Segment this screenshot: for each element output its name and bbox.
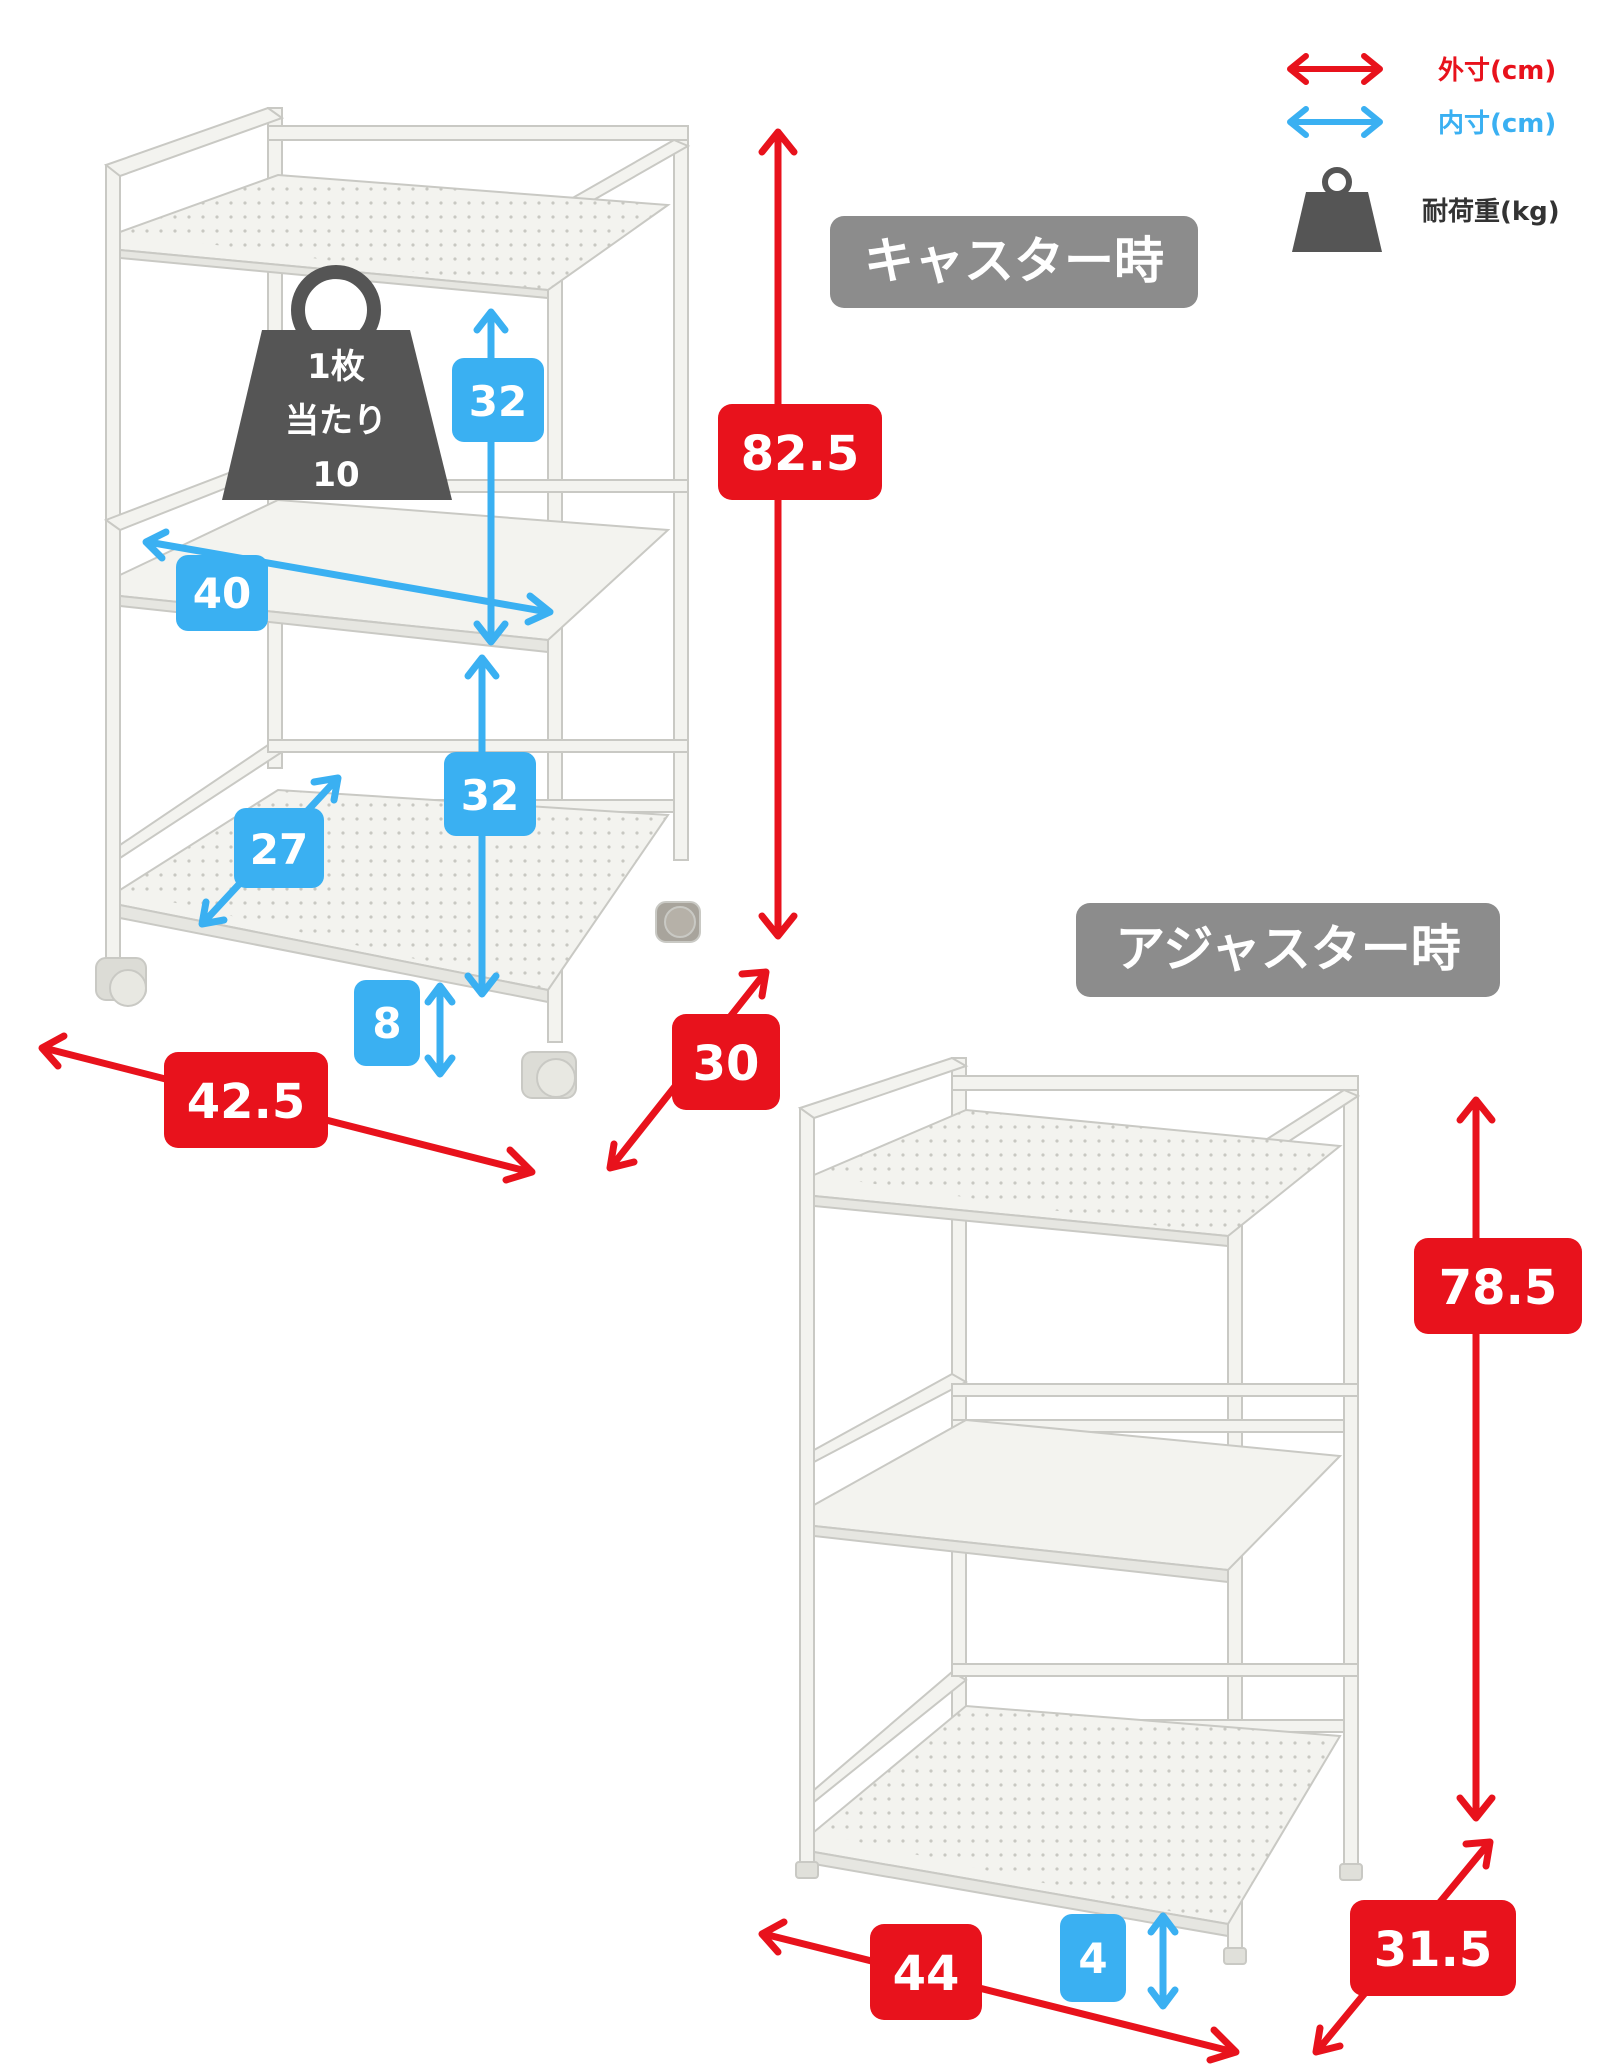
caster-outer-width-value: 42.5: [187, 1074, 305, 1130]
inner-upper-height-value: 32: [469, 377, 527, 426]
caster-floor-clearance-badge: 8: [354, 980, 420, 1066]
inner-lower-height-badge: 32: [444, 752, 536, 836]
inner-upper-height-badge: 32: [452, 358, 544, 442]
shelf-load-weight-icon: [222, 265, 452, 500]
adjuster-outer-height-badge: 78.5: [1414, 1238, 1582, 1334]
caster-wheel-icon: [95, 957, 147, 1007]
caster-outer-depth-value: 30: [693, 1036, 760, 1092]
adjuster-outer-height-arrow-icon: [1456, 1096, 1496, 1822]
caster-outer-height-arrow-icon: [758, 128, 798, 940]
caster-wheel-icon: [521, 1051, 577, 1099]
caster-floor-clearance-value: 8: [372, 999, 401, 1048]
adjuster-outer-width-value: 44: [893, 1946, 960, 2002]
caster-outer-height-badge: 82.5: [718, 404, 882, 500]
adjuster-outer-width-badge: 44: [870, 1924, 982, 2020]
inner-width-value: 40: [193, 569, 251, 618]
weight-line-1: 1枚: [307, 347, 365, 387]
adjuster-outer-width-arrow-icon: [758, 1918, 1240, 2064]
adjuster-outer-depth-value: 31.5: [1374, 1922, 1492, 1978]
inner-width-arrow-icon: [142, 528, 554, 626]
inner-dimension-legend-label: 内寸(cm): [1438, 109, 1556, 139]
inner-depth-badge: 27: [234, 808, 324, 888]
inner-width-badge: 40: [176, 555, 268, 631]
weight-legend-label: 耐荷重(kg): [1422, 197, 1560, 227]
adjuster-floor-clearance-arrow-icon: [1147, 1912, 1179, 2010]
outer-dimension-legend-label: 外寸(cm): [1438, 56, 1556, 86]
weight-legend-icon: [1292, 167, 1382, 252]
outer-dimension-legend-arrow-icon: [1287, 53, 1383, 85]
adjuster-outer-height-value: 78.5: [1439, 1260, 1557, 1316]
legend: 外寸(cm) 内寸(cm) 耐荷重(kg): [1287, 53, 1560, 252]
adjuster-foot-icon: [1223, 1947, 1247, 1965]
adjuster-outer-depth-badge: 31.5: [1350, 1900, 1516, 1996]
adjuster-foot-icon: [795, 1861, 819, 1879]
weight-line-2: 当たり: [285, 401, 387, 441]
caster-mode-title: キャスター時: [864, 232, 1164, 290]
caster-outer-width-badge: 42.5: [164, 1052, 328, 1148]
adjuster-mode-badge: アジャスター時: [1076, 903, 1500, 997]
adjuster-rack-illustration: [795, 1056, 1363, 1965]
caster-outer-height-value: 82.5: [741, 426, 859, 482]
adjuster-floor-clearance-badge: 4: [1060, 1914, 1126, 2002]
weight-line-3: 10: [312, 455, 359, 495]
caster-mode-badge: キャスター時: [830, 216, 1198, 308]
adjuster-foot-icon: [1339, 1863, 1363, 1881]
adjuster-mode-title: アジャスター時: [1115, 920, 1461, 978]
caster-wheel-icon: [655, 901, 701, 943]
caster-floor-clearance-arrow-icon: [424, 982, 456, 1078]
inner-dimension-legend-arrow-icon: [1287, 106, 1383, 138]
adjuster-floor-clearance-value: 4: [1078, 1934, 1107, 1983]
caster-outer-depth-badge: 30: [672, 1014, 780, 1110]
inner-depth-value: 27: [250, 825, 308, 874]
inner-lower-height-value: 32: [461, 771, 519, 820]
